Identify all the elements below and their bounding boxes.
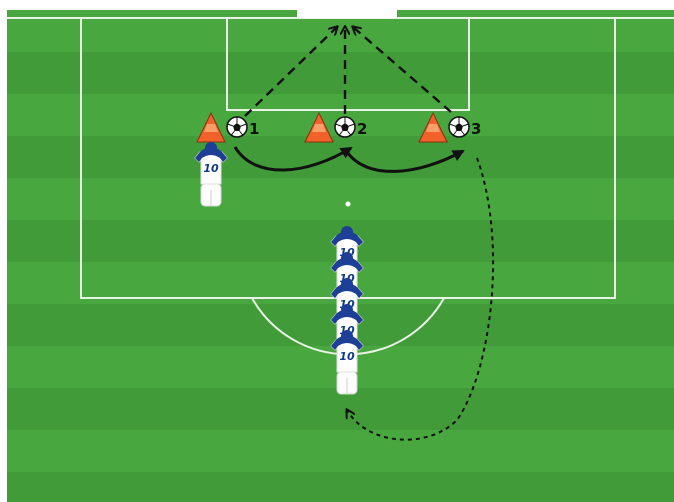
grass-stripe [7, 472, 674, 502]
goal [297, 10, 397, 18]
grass-stripe [7, 178, 674, 220]
shirt-number: 10 [203, 162, 219, 175]
station-number: 3 [471, 120, 481, 138]
player-head [341, 304, 353, 316]
player-head [205, 142, 217, 154]
soccer-ball-icon [335, 117, 355, 137]
shirt-number: 10 [339, 350, 355, 363]
grass-stripe [7, 136, 674, 178]
penalty-spot [346, 202, 351, 207]
player-head [341, 252, 353, 264]
soccer-ball-icon [227, 117, 247, 137]
grass-stripe [7, 52, 674, 94]
player-head [341, 226, 353, 238]
station-number: 2 [357, 120, 367, 138]
soccer-ball-icon [449, 117, 469, 137]
player-head [341, 278, 353, 290]
football-pitch: 1 2 3 1 [7, 10, 674, 502]
grass-stripe [7, 430, 674, 472]
player-head [341, 330, 353, 342]
training-diagram: 1 2 3 1 [7, 10, 674, 502]
station-number: 1 [249, 120, 259, 138]
